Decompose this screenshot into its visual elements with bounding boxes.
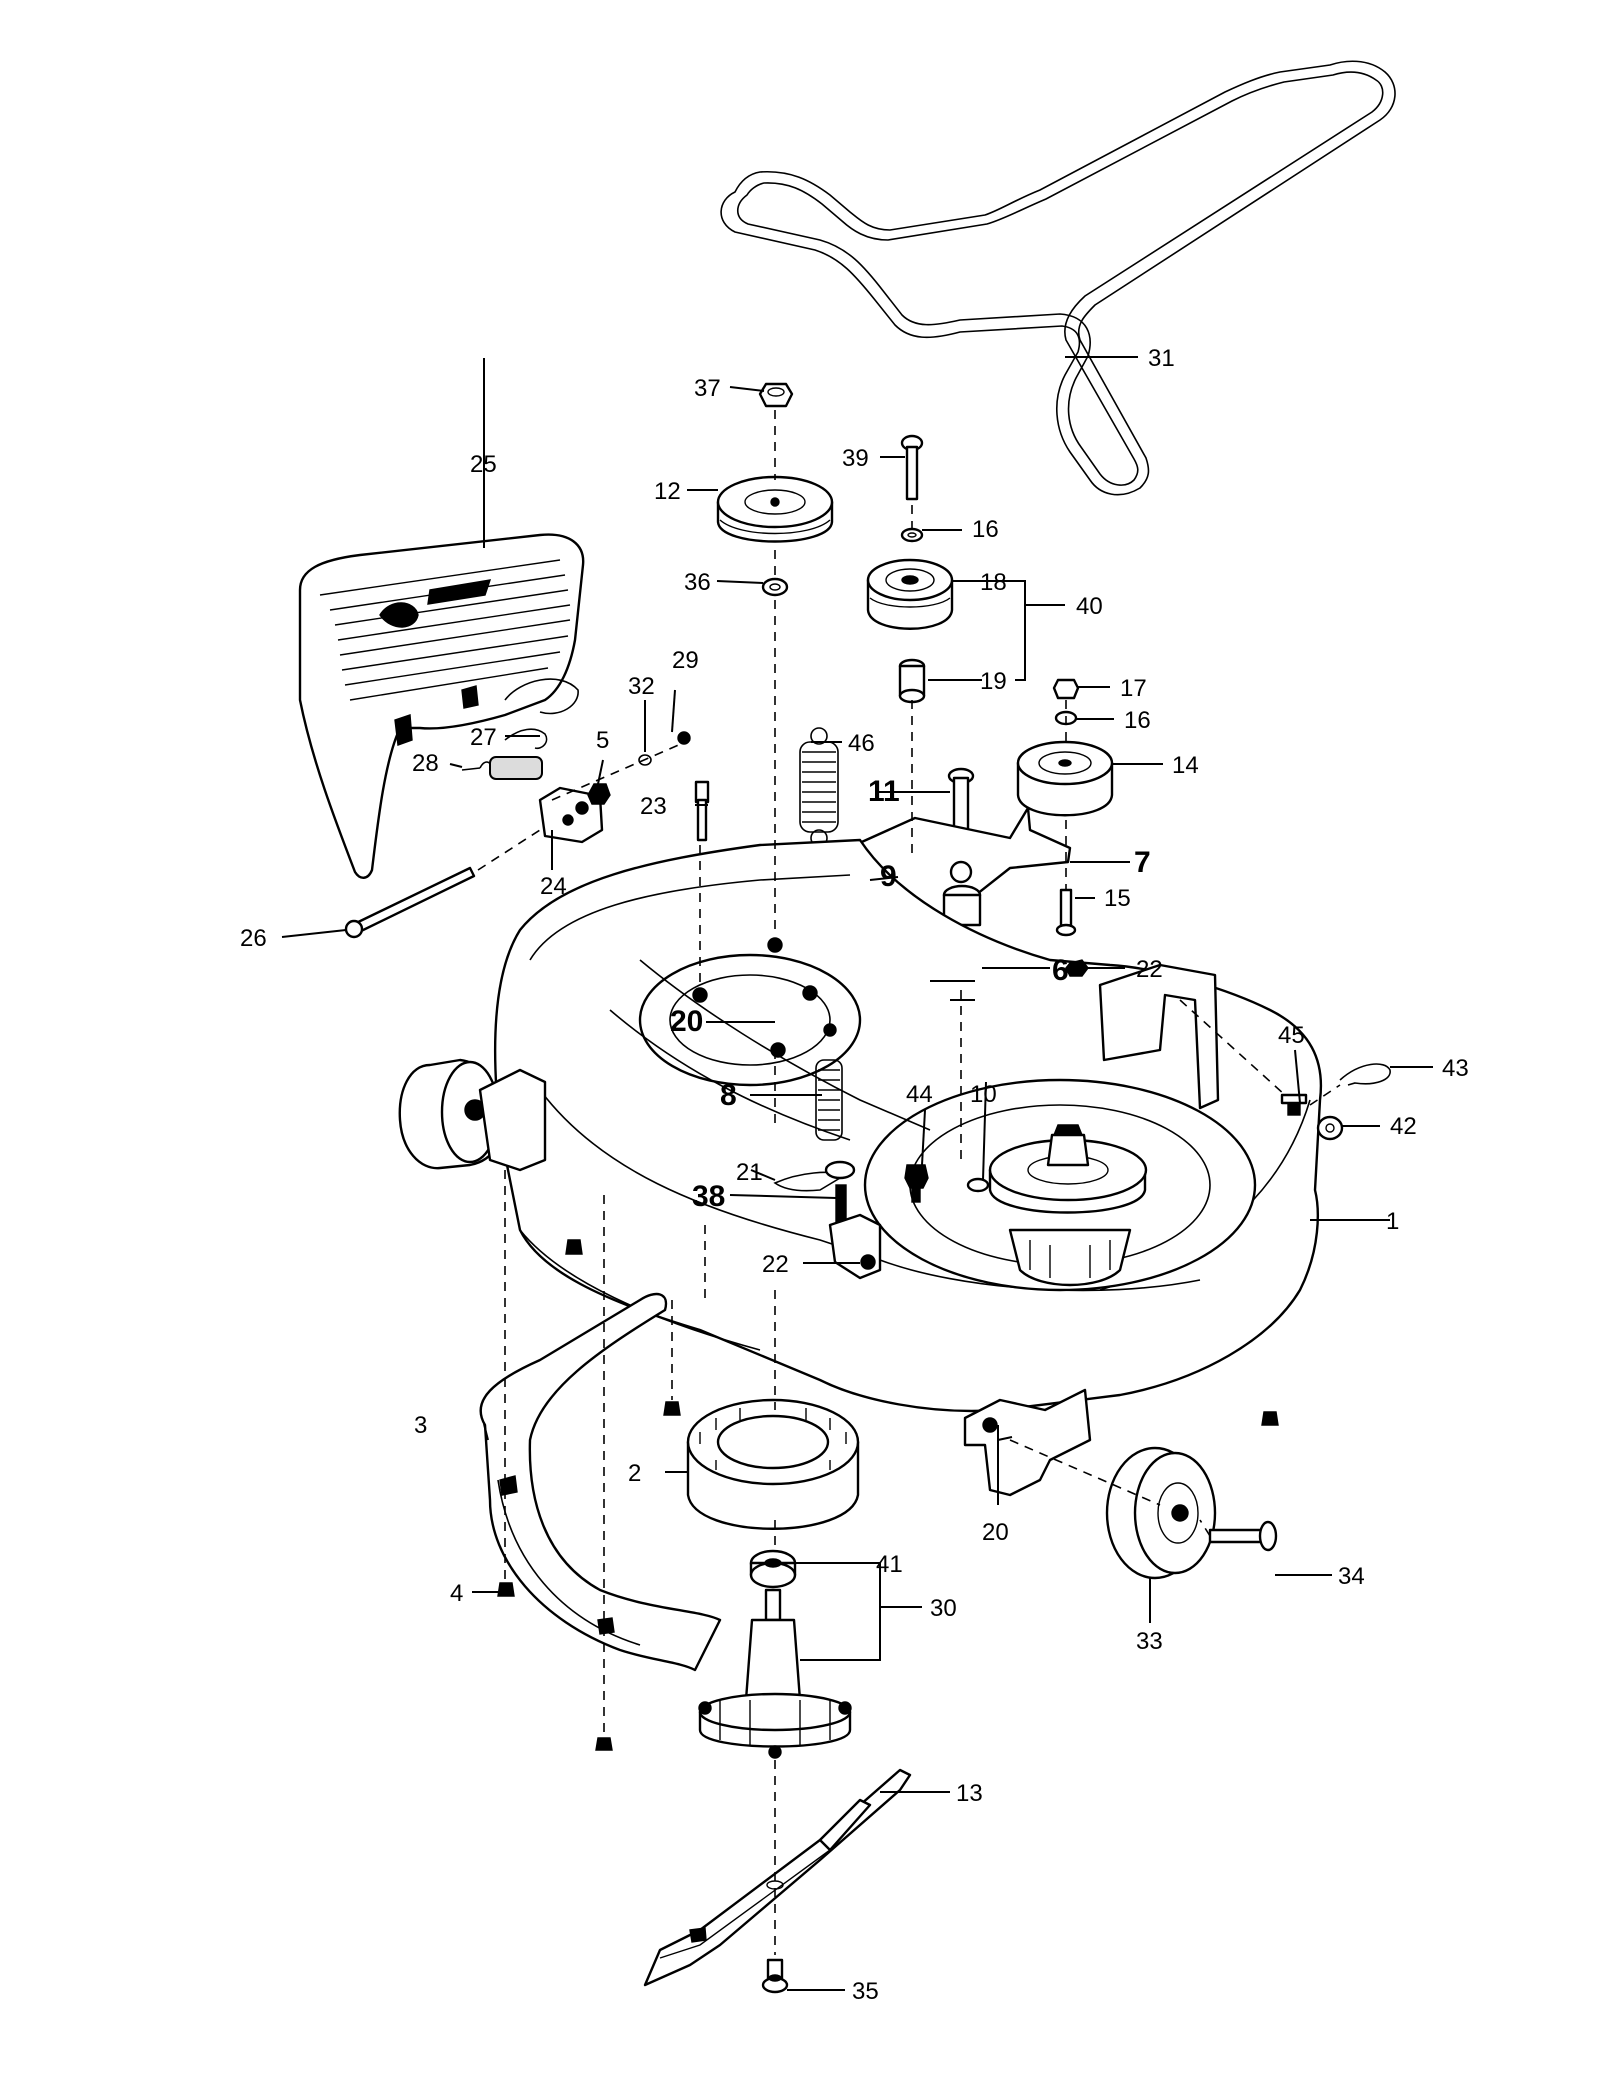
callout-4: 4 (450, 1580, 463, 1607)
wheel-bracket (963, 1388, 1092, 1497)
callout-15: 15 (1104, 885, 1131, 912)
spring-28 (461, 756, 543, 780)
callout-11: 11 (868, 775, 900, 808)
callout-18: 18 (980, 569, 1007, 596)
bolt-44 (904, 1164, 929, 1203)
nut-37 (758, 382, 794, 408)
callout-16-lower: 16 (1124, 707, 1151, 734)
nut-5 (587, 783, 611, 805)
callout-13: 13 (956, 1780, 983, 1807)
callout-44: 44 (906, 1081, 933, 1108)
callout-45: 45 (1278, 1022, 1305, 1049)
assembly-lines (477, 410, 1341, 1955)
bolt-15 (1055, 888, 1077, 937)
callout-6: 6 (1052, 954, 1069, 987)
spindle-assembly-30 (698, 1588, 852, 1759)
washer-16-upper (900, 527, 924, 543)
deflector-bracket-24 (538, 786, 604, 844)
bolt-lower-left (565, 1239, 1279, 1751)
washer-36 (761, 577, 789, 597)
bolt-10 (966, 1177, 990, 1193)
callout-27: 27 (470, 724, 497, 751)
callout-17: 17 (1120, 675, 1147, 702)
callout-25: 25 (470, 451, 497, 478)
bolt-23 (694, 780, 710, 842)
nut-17 (1052, 678, 1080, 700)
bolt-11 (947, 767, 975, 842)
callout-21: 21 (736, 1159, 763, 1186)
callout-8: 8 (720, 1079, 737, 1112)
bolt-34 (1208, 1520, 1278, 1552)
discharge-deflector-25 (298, 533, 585, 879)
hairpin-43 (1339, 1063, 1391, 1086)
left-gauge-wheel (398, 1058, 547, 1172)
deck-spindle-pulley-assembly (988, 1124, 1148, 1287)
callout-7: 7 (1134, 846, 1151, 879)
callout-9: 9 (880, 860, 897, 893)
callout-36: 36 (684, 569, 711, 596)
spacer-19 (898, 658, 926, 704)
washer-42 (1316, 1115, 1344, 1141)
gauge-wheel-33 (1105, 1446, 1217, 1580)
callout-32: 32 (628, 673, 655, 700)
callout-30: 30 (930, 1595, 957, 1622)
callout-43: 43 (1442, 1055, 1469, 1082)
bolt-4 (497, 1582, 515, 1597)
callout-39: 39 (842, 445, 869, 472)
callout-46: 46 (848, 730, 875, 757)
callout-28: 28 (412, 750, 439, 777)
callout-33: 33 (1136, 1628, 1163, 1655)
bolt-35 (761, 1958, 789, 1994)
callout-14: 14 (1172, 752, 1199, 779)
callout-23: 23 (640, 793, 667, 820)
callout-10: 10 (970, 1081, 997, 1108)
callout-5: 5 (596, 727, 609, 754)
callout-26: 26 (240, 925, 267, 952)
callout-34: 34 (1338, 1563, 1365, 1590)
drive-belt-31 (720, 60, 1396, 496)
leader-lines (281, 356, 1433, 1991)
callout-20-lower: 20 (982, 1519, 1009, 1546)
washer-38-area (824, 1160, 856, 1226)
callout-labels: 31 37 25 39 12 16 36 18 40 29 19 17 32 1… (240, 345, 1469, 2005)
callout-3: 3 (414, 1412, 427, 1439)
callout-41: 41 (876, 1551, 903, 1578)
spring-46 (799, 727, 839, 847)
bearing-41 (749, 1549, 797, 1589)
pulley-12 (716, 475, 834, 543)
callout-31: 31 (1148, 345, 1175, 372)
callout-22-upper: 22 (1136, 956, 1163, 983)
callout-16-upper: 16 (972, 516, 999, 543)
callout-35: 35 (852, 1978, 879, 2005)
spring-27 (504, 728, 548, 750)
spring-8 (815, 1059, 843, 1141)
callout-20-upper: 20 (670, 1005, 703, 1038)
blade-13 (643, 1768, 912, 1987)
callout-12: 12 (654, 478, 681, 505)
callout-38: 38 (692, 1180, 725, 1213)
washer-32 (638, 754, 652, 766)
baffle-3 (479, 1292, 722, 1672)
callout-40: 40 (1076, 593, 1103, 620)
callout-42: 42 (1390, 1113, 1417, 1140)
idler-pulley-18 (866, 558, 954, 630)
callout-29: 29 (672, 647, 699, 674)
bracket-22-upper (1065, 959, 1220, 1110)
callout-19: 19 (980, 668, 1007, 695)
callout-24: 24 (540, 873, 567, 900)
bolt-39 (900, 434, 924, 501)
callout-1: 1 (1386, 1208, 1399, 1235)
callout-37: 37 (694, 375, 721, 402)
callout-22-lower: 22 (762, 1251, 789, 1278)
idler-pulley-14 (1016, 740, 1114, 817)
spindle-ring-2 (686, 1398, 860, 1530)
callout-2: 2 (628, 1460, 641, 1487)
deflector-rod-26 (344, 866, 476, 939)
